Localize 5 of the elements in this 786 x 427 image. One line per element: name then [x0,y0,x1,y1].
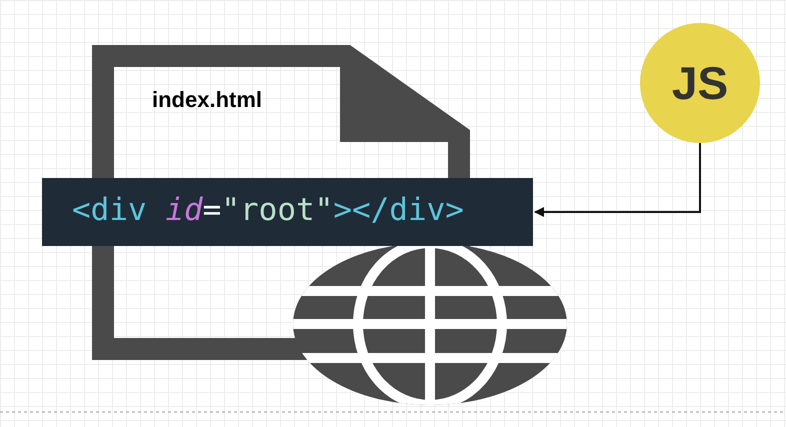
file-name: index.html [152,87,262,113]
code-text: <div id="root"></div> [72,192,464,228]
code-bar [42,178,533,246]
arrow [534,143,701,217]
badge-label: JS [672,56,728,110]
